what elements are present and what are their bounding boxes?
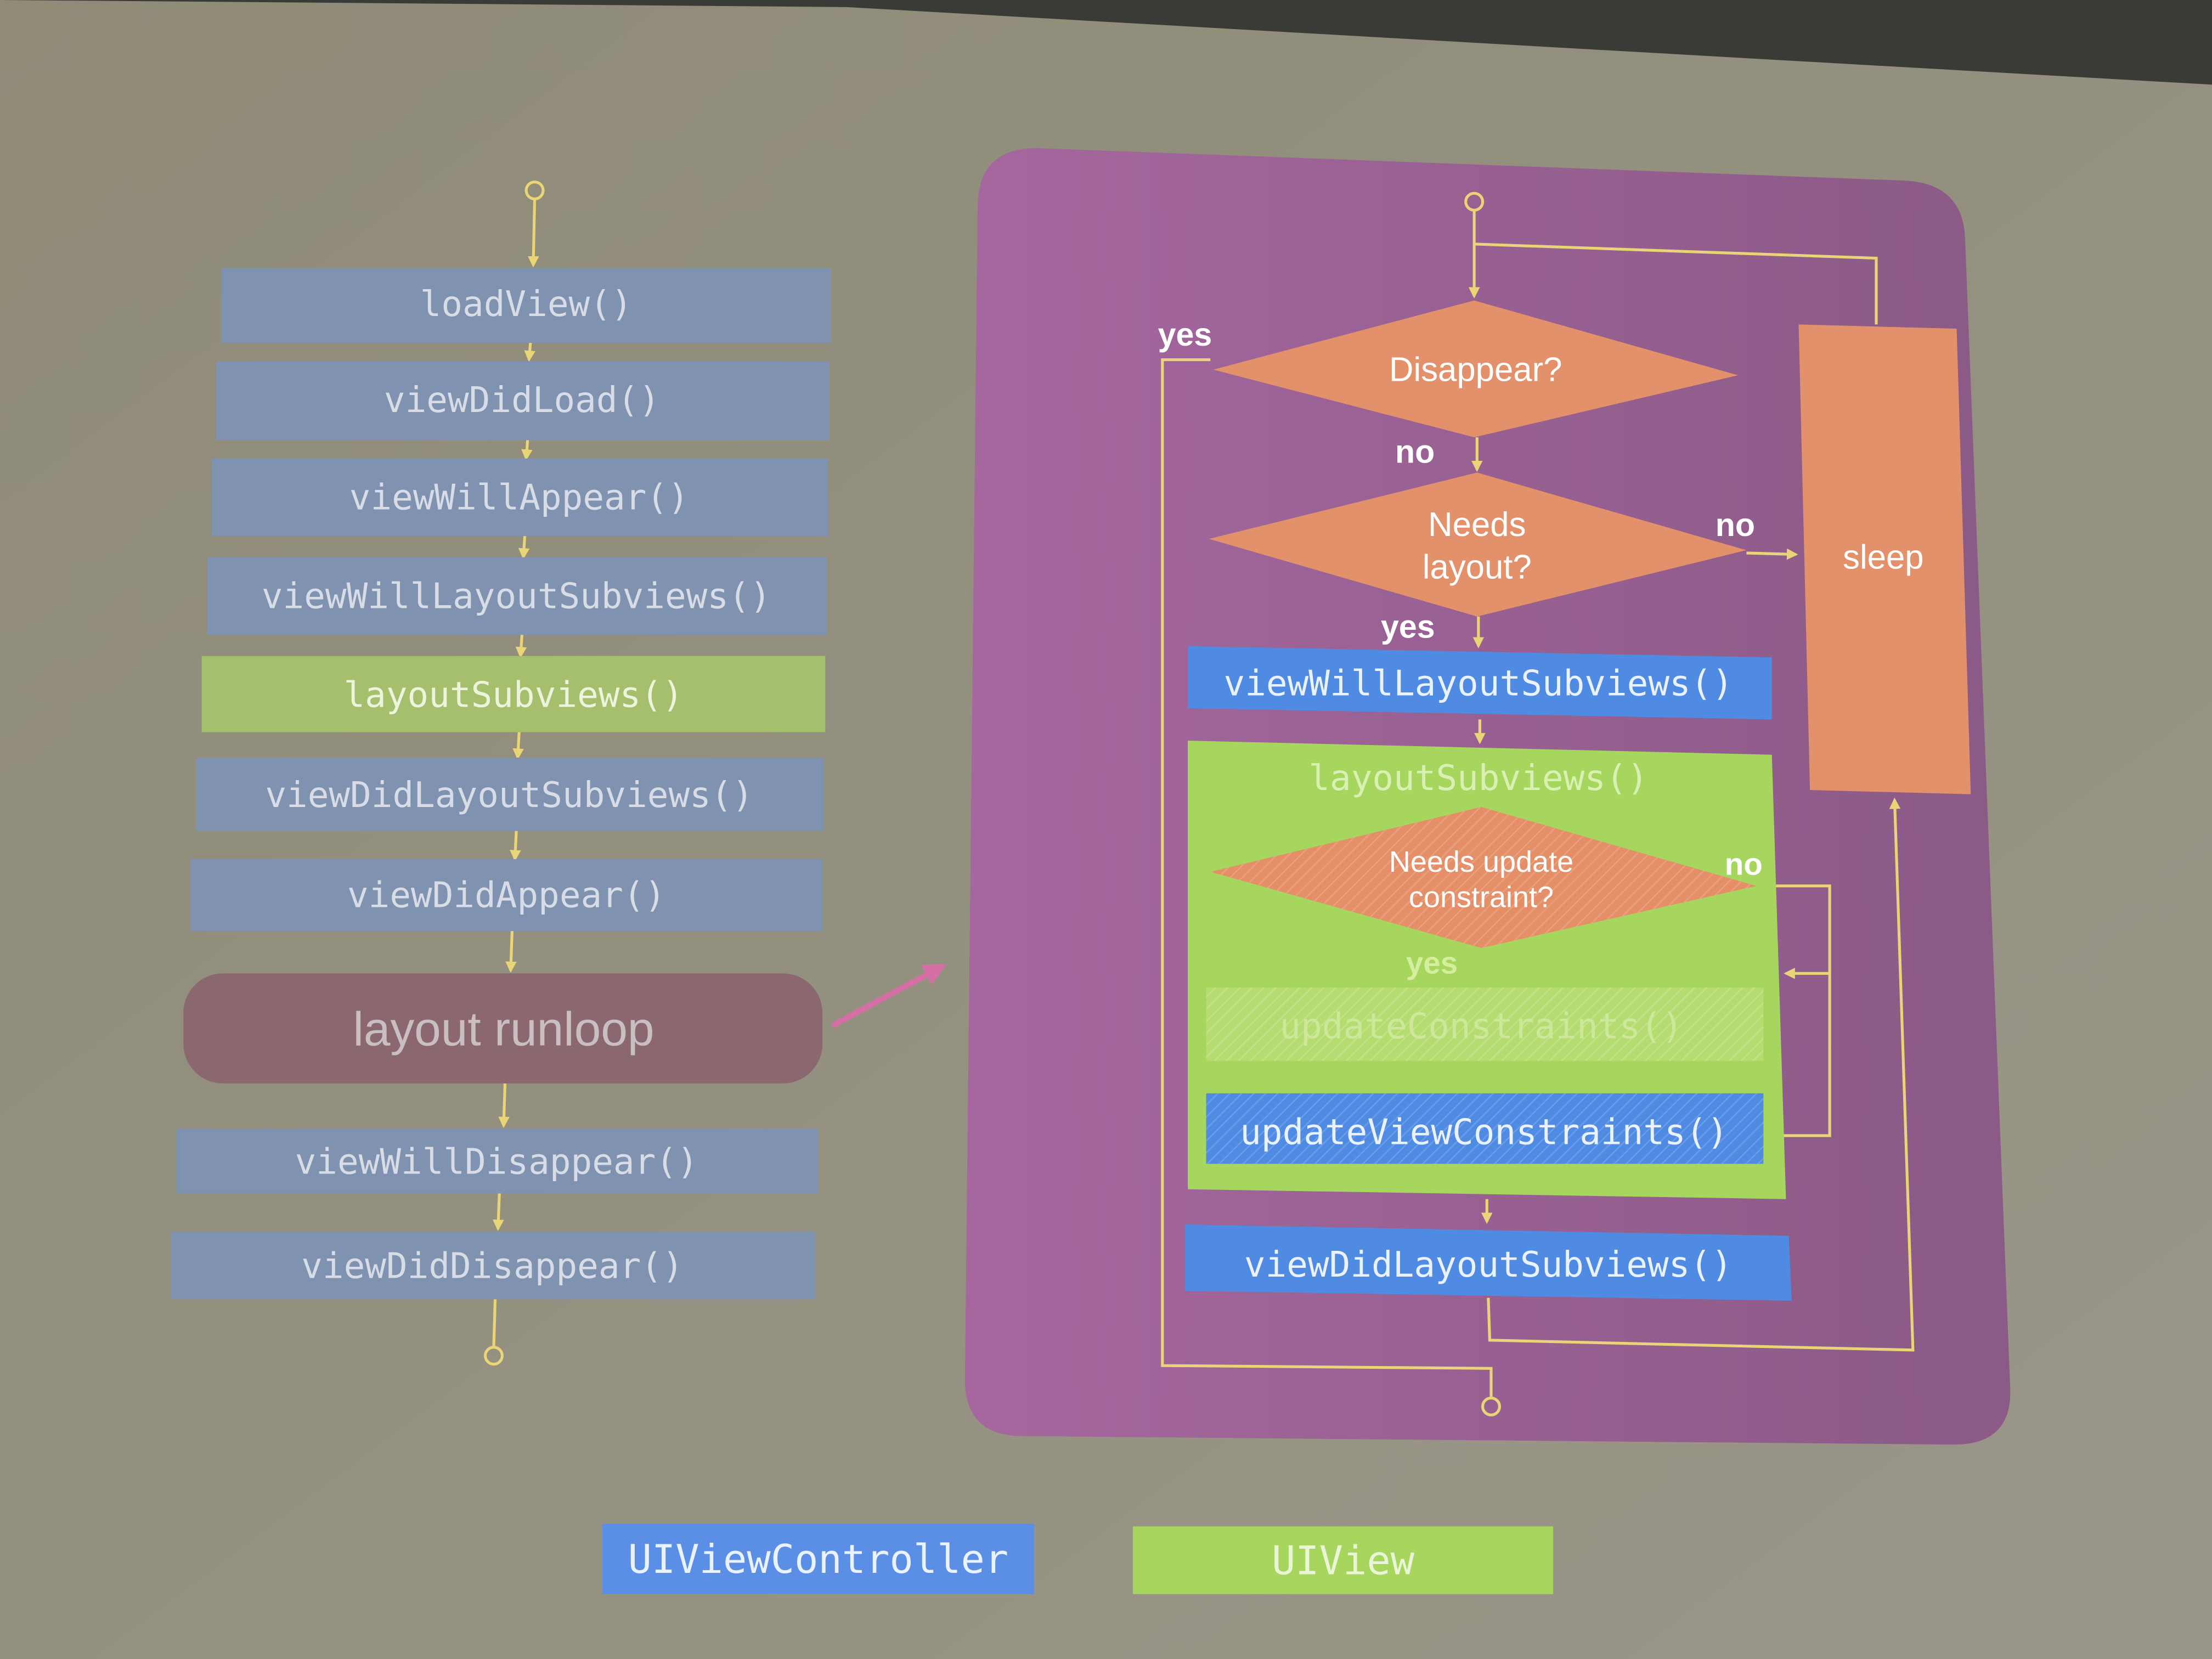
legend: UIViewController UIView xyxy=(602,1523,1554,1594)
update-view-constraints-label: updateViewConstraints() xyxy=(1240,1111,1728,1153)
layout-runloop-label: layout runloop xyxy=(353,1002,654,1056)
no-label: no xyxy=(1716,506,1755,543)
zoom-pointer-arrow xyxy=(831,963,946,1028)
ceiling-edge xyxy=(0,0,2212,85)
step-label: viewDidDisappear() xyxy=(301,1246,683,1287)
step-label: loadView() xyxy=(420,284,633,325)
step-box xyxy=(176,1128,819,1194)
legend-view-swatch xyxy=(1132,1526,1554,1594)
view-did-layout-box xyxy=(1185,1224,1792,1301)
decision-needs-layout-label: Needs xyxy=(1428,506,1526,544)
view-did-layout-label: viewDidLayoutSubviews() xyxy=(1244,1244,1733,1285)
left-lifecycle-flow xyxy=(484,180,545,1366)
sleep-box xyxy=(1798,324,1971,794)
yes-label: yes xyxy=(1406,945,1458,980)
end-node xyxy=(484,1346,504,1366)
no-label: no xyxy=(1395,433,1435,470)
step-label: viewWillAppear() xyxy=(349,477,689,518)
step-label: layoutSubviews() xyxy=(343,674,683,715)
decision-needs-update xyxy=(1210,806,1757,948)
step-box xyxy=(211,458,828,537)
update-constraints-box xyxy=(1206,988,1764,1061)
step-box-view xyxy=(201,656,826,732)
sleep-label: sleep xyxy=(1843,538,1924,576)
yes-label: yes xyxy=(1381,608,1435,645)
step-box xyxy=(207,557,827,635)
step-box xyxy=(216,361,830,441)
step-label: viewWillDisappear() xyxy=(295,1141,698,1182)
layout-runloop-box xyxy=(183,973,823,1084)
no-label: no xyxy=(1725,847,1763,881)
decision-needs-update-label: constraint? xyxy=(1409,881,1554,913)
update-constraints-label: updateConstraints() xyxy=(1279,1006,1683,1047)
decision-disappear-label: Disappear? xyxy=(1389,351,1562,388)
step-box xyxy=(221,268,831,343)
layout-subviews-label: layoutSubviews() xyxy=(1308,758,1648,799)
legend-controller-swatch xyxy=(602,1523,1034,1594)
step-label: viewDidLoad() xyxy=(384,380,660,421)
legend-controller-label: UIViewController xyxy=(628,1536,1009,1582)
step-box xyxy=(190,859,823,932)
step-label: viewWillLayoutSubviews() xyxy=(262,575,771,617)
view-will-layout-label: viewWillLayoutSubviews() xyxy=(1224,663,1734,704)
step-box xyxy=(171,1231,816,1300)
step-label: viewDidAppear() xyxy=(347,874,665,916)
decision-needs-layout xyxy=(1209,472,1747,617)
yes-label: yes xyxy=(1158,316,1212,353)
decision-needs-update-label: Needs update xyxy=(1389,845,1573,878)
view-will-layout-box xyxy=(1188,646,1772,720)
decision-needs-layout-label: layout? xyxy=(1423,548,1532,586)
legend-view-label: UIView xyxy=(1272,1538,1415,1584)
step-label: viewDidLayoutSubviews() xyxy=(265,775,753,816)
step-box xyxy=(196,757,824,831)
decision-disappear xyxy=(1213,300,1738,438)
update-view-constraints-box xyxy=(1206,1093,1764,1164)
